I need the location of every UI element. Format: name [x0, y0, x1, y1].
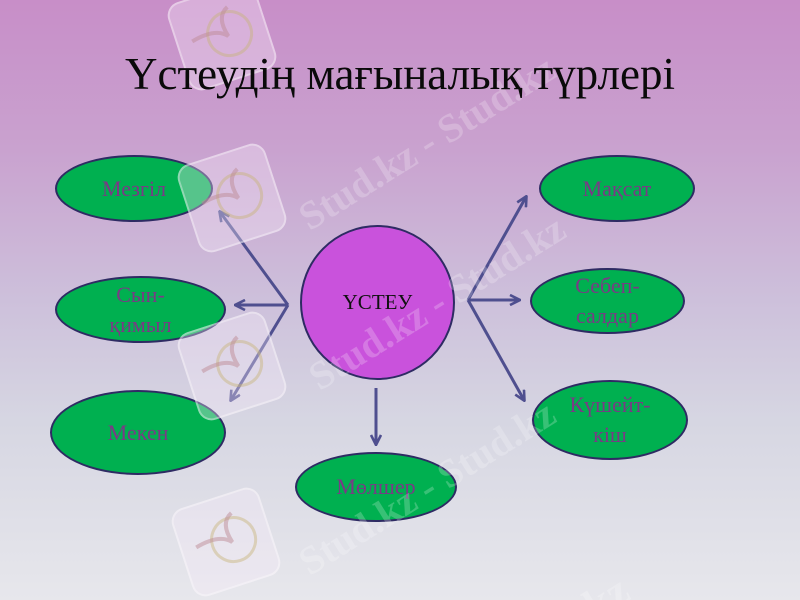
slide-title: Үстеудің мағыналық түрлері: [125, 49, 675, 99]
node-kusheit-kish: Күшейт- кіш: [532, 380, 688, 460]
node-sebep-saldar: Себеп- салдар: [530, 268, 685, 334]
node-label: Мақсат: [582, 175, 652, 201]
center-node-ustеu: ҮСТЕУ: [300, 225, 455, 380]
node-label: Мекен: [107, 419, 169, 445]
node-label: Мезгіл: [101, 175, 167, 201]
arrow-to-meken: [231, 304, 290, 400]
arrow-to-mezgil: [220, 212, 290, 306]
node-meken: Мекен: [50, 390, 226, 475]
node-label: Күшейт- кіш: [569, 392, 651, 447]
arrow-to-kusheit-kish: [466, 299, 524, 400]
node-label: Сын- қимыл: [109, 281, 172, 337]
center-node-label: ҮСТЕУ: [342, 290, 413, 314]
node-maqsat: Мақсат: [539, 155, 695, 222]
arrow-to-maqsat: [466, 197, 526, 301]
node-label: Себеп- салдар: [575, 273, 640, 328]
node-mezgil: Мезгіл: [55, 155, 213, 222]
node-molsher: Мөлшер: [295, 452, 457, 522]
node-syn-qimyl: Сын- қимыл: [55, 276, 226, 343]
node-label: Мөлшер: [336, 474, 416, 499]
